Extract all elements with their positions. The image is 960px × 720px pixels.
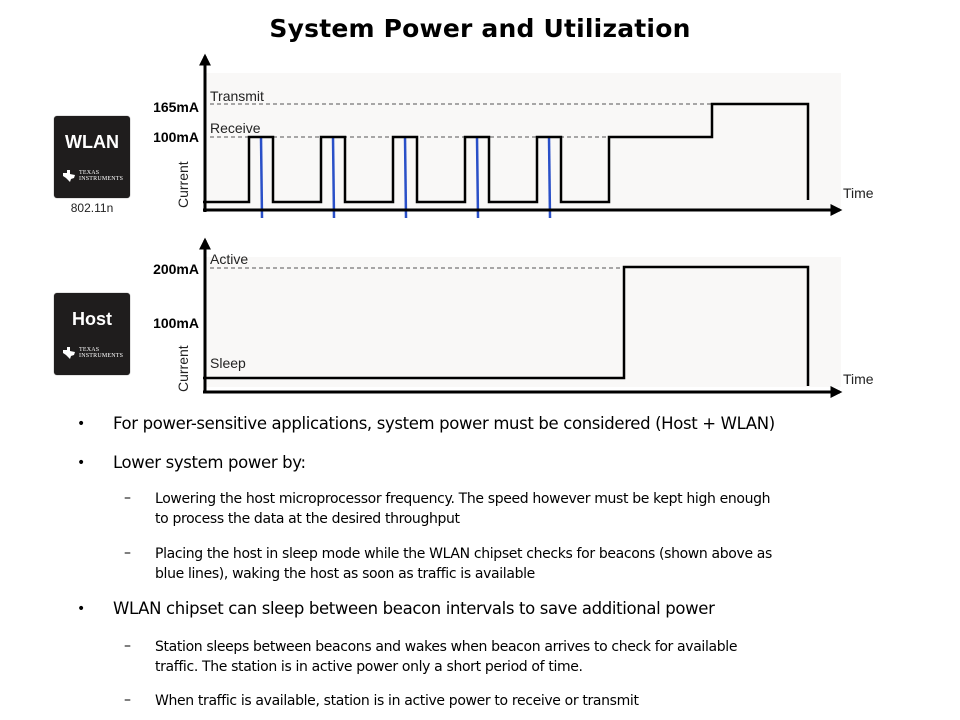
slide-title: System Power and Utilization: [269, 14, 691, 43]
host-plot-background: [205, 257, 841, 387]
texas-state-icon: [63, 347, 75, 359]
beacon-line: [547, 136, 552, 219]
wlan-plot-background: [205, 73, 841, 210]
host-plot: 200mA 100mA Active Sleep Current Time: [153, 237, 874, 398]
bullet-2-sub-1: Lowering the host microprocessor frequen…: [155, 489, 771, 529]
sub-bullet-dash: –: [124, 692, 131, 708]
bullet-dot: •: [77, 416, 86, 432]
bullet-1: For power-sensitive applications, system…: [113, 414, 775, 433]
ti-brand-line1: TEXAS: [79, 347, 100, 353]
bullet-2: Lower system power by:: [113, 453, 306, 472]
sub-line: Station sleeps between beacons and wakes…: [155, 639, 738, 655]
sub-bullet-dash: –: [124, 638, 131, 654]
wlan-current-waveform: [203, 102, 810, 204]
wlan-x-axis-label: Time: [843, 185, 874, 201]
texas-state-icon: [63, 170, 75, 182]
bullet-2-sub-2: Placing the host in sleep mode while the…: [155, 544, 772, 584]
bullet-dot: •: [77, 601, 86, 617]
sub-line: blue lines), waking the host as soon as …: [155, 566, 535, 582]
host-y-axis-label: Current: [175, 345, 191, 392]
sleep-label: Sleep: [210, 355, 246, 371]
wlan-plot: 165mA 100mA Transmit Receive Current Tim…: [153, 53, 874, 219]
sub-line: to process the data at the desired throu…: [155, 511, 460, 527]
ti-brand-line1: TEXAS: [79, 170, 100, 176]
sub-line: Lowering the host microprocessor frequen…: [155, 491, 771, 507]
host-current-waveform: [203, 265, 810, 386]
host-chip-label: Host: [72, 309, 112, 329]
beacon-line: [403, 136, 408, 219]
wlan-tick-165ma: 165mA: [153, 99, 199, 115]
receive-label: Receive: [210, 120, 261, 136]
bullet-dot: •: [77, 455, 86, 471]
wlan-chip-label: WLAN: [65, 132, 119, 152]
beacon-line: [475, 136, 480, 219]
wlan-chip-caption: 802.11n: [70, 201, 114, 215]
wlan-tick-100ma: 100mA: [153, 129, 199, 145]
transmit-label: Transmit: [210, 88, 264, 104]
beacon-line: [259, 136, 264, 219]
sub-line: traffic. The station is in active power …: [155, 659, 583, 675]
active-label: Active: [210, 251, 248, 267]
sub-bullet-dash: –: [124, 545, 131, 561]
sub-line: Placing the host in sleep mode while the…: [155, 546, 772, 562]
beacon-line: [331, 136, 336, 219]
wlan-y-axis-label: Current: [175, 161, 191, 208]
ti-brand-line2: INSTRUMENTS: [79, 353, 124, 359]
bullet-3: WLAN chipset can sleep between beacon in…: [113, 599, 715, 618]
sub-line: When traffic is available, station is in…: [155, 693, 639, 709]
bullet-3-sub-2: When traffic is available, station is in…: [155, 691, 639, 711]
host-tick-200ma: 200mA: [153, 261, 199, 277]
bullet-3-sub-1: Station sleeps between beacons and wakes…: [155, 637, 737, 677]
host-x-axis-label: Time: [843, 371, 874, 387]
ti-brand-line2: INSTRUMENTS: [79, 176, 124, 182]
power-timing-diagram: 165mA 100mA Transmit Receive Current Tim…: [153, 53, 874, 398]
host-tick-100ma: 100mA: [153, 315, 199, 331]
sub-bullet-dash: –: [124, 490, 131, 506]
